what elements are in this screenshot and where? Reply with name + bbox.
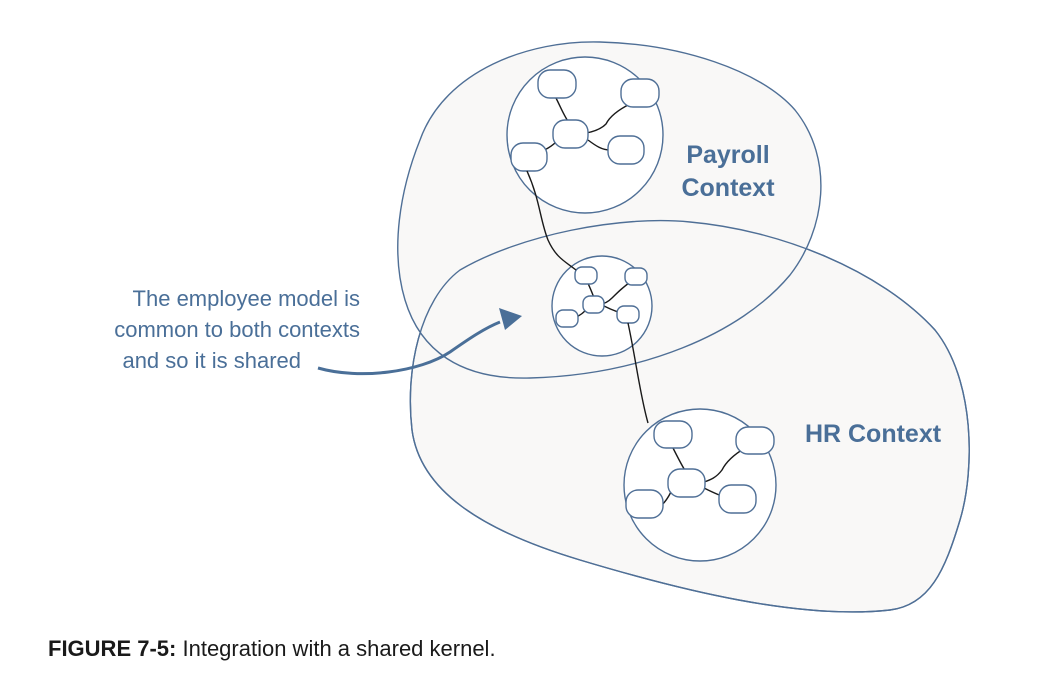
shared-kernel-entity-node <box>555 309 579 328</box>
shared-kernel-entity-node <box>574 266 598 285</box>
payroll-context-boundary <box>397 41 822 379</box>
payroll-model <box>506 56 664 214</box>
annotation-arrow <box>317 308 522 376</box>
annotation-arrow-line <box>317 320 501 376</box>
hr-entity-node <box>625 489 664 519</box>
annotation-line2: common to both contexts <box>114 317 360 342</box>
annotation-arrow-head <box>499 308 522 330</box>
hr-context-boundary-overlay <box>409 219 970 613</box>
payroll-entity-node <box>552 119 589 149</box>
shared-kernel-model <box>551 255 653 357</box>
payroll-entity-node <box>537 69 577 99</box>
annotation-line1: The employee model is <box>133 286 360 311</box>
hr-entity-node <box>667 468 706 498</box>
hr-entity-node <box>653 420 693 449</box>
payroll-entity-node <box>510 142 548 172</box>
shared-kernel-entity-node <box>616 305 640 324</box>
hr-link <box>703 447 746 483</box>
hr-entity-node <box>718 484 757 514</box>
figure-caption-label: FIGURE 7-5: <box>48 636 177 661</box>
annotation-line3: and so it is shared <box>122 348 301 373</box>
payroll-entity-node <box>607 135 645 165</box>
figure-caption: FIGURE 7-5: Integration with a shared ke… <box>48 636 496 662</box>
hr-entity-node <box>735 426 775 455</box>
shared-kernel-entity-node <box>624 267 648 286</box>
payroll-link <box>585 103 631 134</box>
payroll-to-kernel-link <box>526 170 577 271</box>
payroll-context-label-line2: Context <box>681 174 775 202</box>
kernel-to-hr-link <box>627 322 649 424</box>
hr-context-label: HR Context <box>805 420 942 448</box>
shared-kernel-entity-node <box>582 295 605 314</box>
hr-model <box>623 408 777 562</box>
figure-caption-text: Integration with a shared kernel. <box>182 636 496 661</box>
payroll-entity-node <box>620 78 660 108</box>
payroll-context-label-line1: Payroll <box>686 141 769 169</box>
